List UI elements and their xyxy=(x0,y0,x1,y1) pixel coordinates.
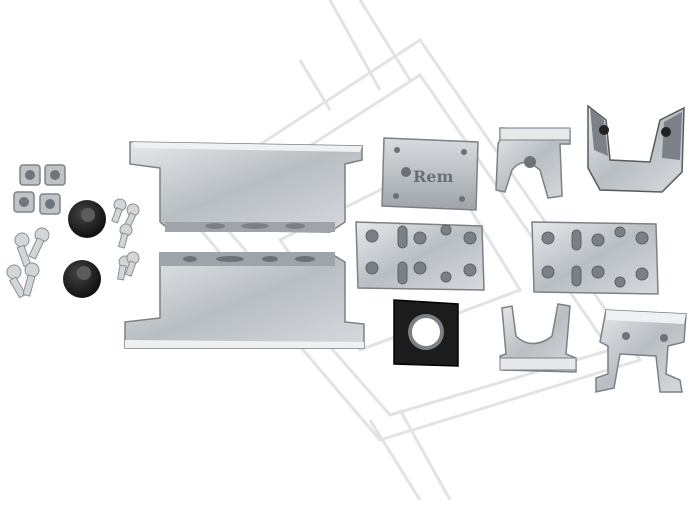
cage-nuts xyxy=(13,164,66,215)
u-bracket-top xyxy=(495,127,571,199)
screws xyxy=(6,198,140,299)
v-bracket-top-right xyxy=(587,104,685,193)
perforated-plate-left xyxy=(355,221,485,291)
perforated-plate-right xyxy=(531,221,659,295)
plate-logo-text: Rem xyxy=(413,167,453,186)
square-mount-frame xyxy=(393,299,459,367)
logo-plate: Rem xyxy=(381,137,479,211)
long-rail-bracket-top xyxy=(129,141,363,233)
u-bracket-bottom xyxy=(499,303,577,373)
rubber-feet xyxy=(63,200,106,298)
long-rail-bracket-bottom xyxy=(124,252,365,349)
bent-bracket-bottom-right xyxy=(595,309,687,393)
